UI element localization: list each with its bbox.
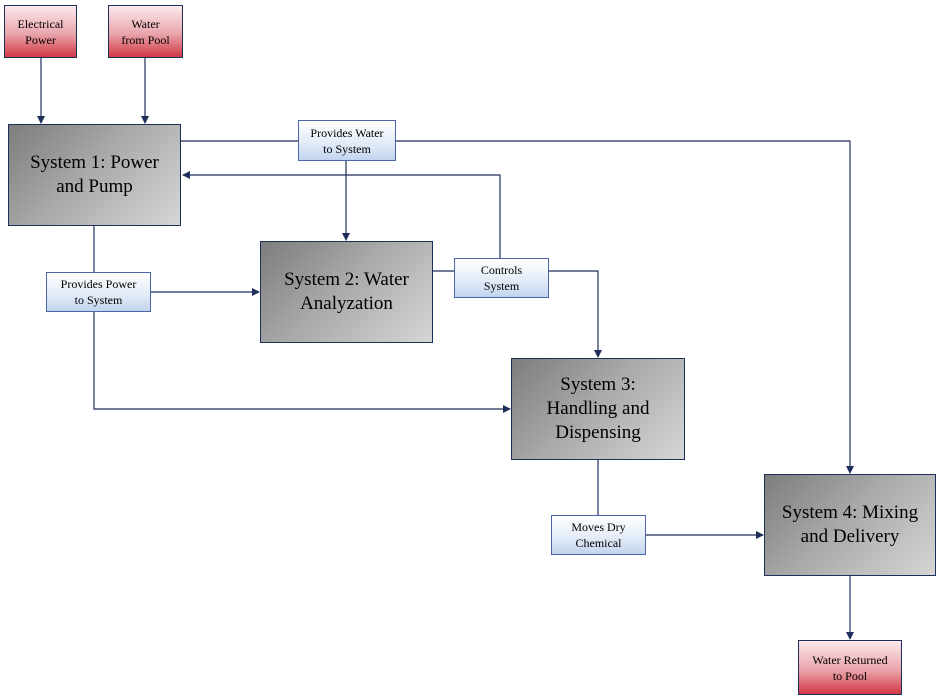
system-3-handling-and-dispensing: System 3: Handling and Dispensing bbox=[511, 358, 685, 460]
provides-power-text: Provides Power to System bbox=[60, 277, 137, 307]
system-4-mixing-and-delivery: System 4: Mixing and Delivery bbox=[764, 474, 936, 576]
water-from-pool-input: Water from Pool bbox=[108, 5, 183, 58]
water-from-pool-text: Water from Pool bbox=[121, 16, 170, 47]
provides-power-label: Provides Power to System bbox=[46, 272, 151, 312]
moves-dry-chemical-label: Moves Dry Chemical bbox=[551, 515, 646, 555]
provides-water-text: Provides Water to System bbox=[310, 125, 384, 156]
line-system1-to-system4 bbox=[181, 140, 854, 474]
water-returned-text: Water Returned to Pool bbox=[812, 652, 888, 683]
line-controls-to-system1 bbox=[182, 171, 501, 258]
line-power-to-system3 bbox=[93, 312, 511, 413]
controls-system-text: Controls System bbox=[480, 263, 523, 293]
system-1-title: System 1: Power and Pump bbox=[30, 152, 159, 197]
line-controls-to-system3 bbox=[549, 270, 602, 358]
system-3-title: System 3: Handling and Dispensing bbox=[546, 374, 650, 443]
moves-dry-chemical-text: Moves Dry Chemical bbox=[571, 520, 626, 550]
system-1-power-and-pump: System 1: Power and Pump bbox=[8, 124, 181, 226]
controls-system-label: Controls System bbox=[454, 258, 549, 298]
electrical-power-input: Electrical Power bbox=[4, 5, 77, 58]
water-returned-output: Water Returned to Pool bbox=[798, 640, 902, 695]
electrical-power-text: Electrical Power bbox=[17, 16, 64, 47]
provides-water-label: Provides Water to System bbox=[298, 120, 396, 161]
system-4-title: System 4: Mixing and Delivery bbox=[781, 502, 919, 547]
system-2-title: System 2: Water Analyzation bbox=[284, 269, 409, 314]
system-2-water-analyzation: System 2: Water Analyzation bbox=[260, 241, 433, 343]
